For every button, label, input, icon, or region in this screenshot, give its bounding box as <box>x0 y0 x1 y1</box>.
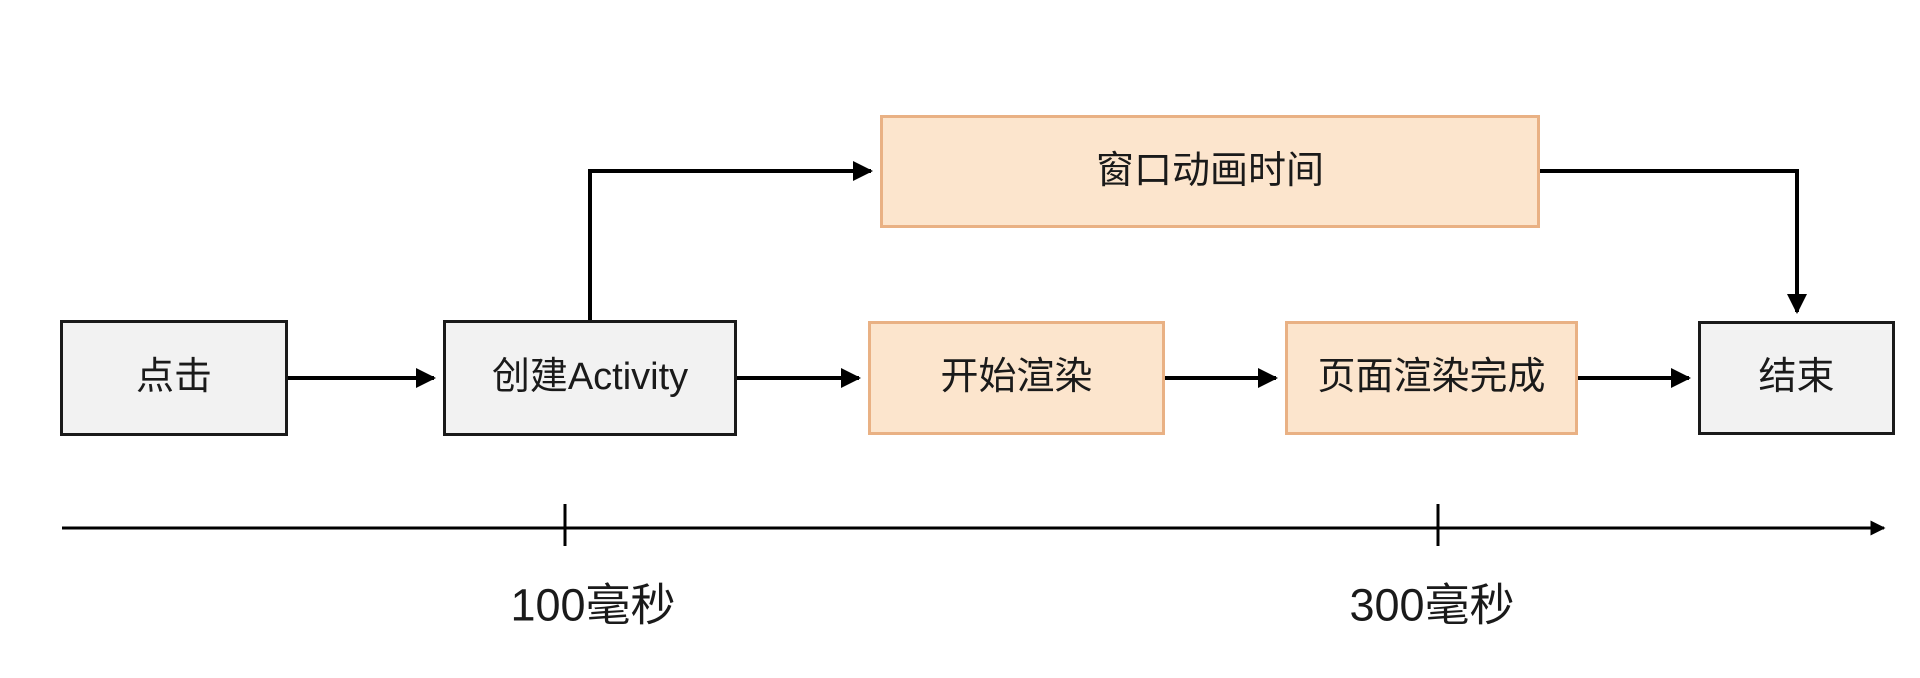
arrow-create-activity-to-window-animation <box>588 161 873 320</box>
node-start-render-label: 开始渲染 <box>940 356 1093 399</box>
node-render-complete-label: 页面渲染完成 <box>1317 356 1546 399</box>
node-end-label: 结束 <box>1758 356 1835 399</box>
timeline-label-300ms: 300毫秒 <box>1349 579 1515 631</box>
arrow-window-animation-to-end <box>1540 169 1807 314</box>
node-window-animation-label: 窗口动画时间 <box>1095 149 1324 192</box>
node-create-activity-label: 创建Activity <box>491 356 689 399</box>
node-window-animation: 窗口动画时间 <box>880 115 1540 228</box>
node-render-complete: 页面渲染完成 <box>1285 321 1578 435</box>
node-end: 结束 <box>1698 321 1895 435</box>
node-click-label: 点击 <box>135 356 212 399</box>
node-click: 点击 <box>60 320 288 436</box>
node-create-activity: 创建Activity <box>443 320 737 436</box>
timeline-label-100ms: 100毫秒 <box>510 579 676 631</box>
node-start-render: 开始渲染 <box>868 321 1165 435</box>
